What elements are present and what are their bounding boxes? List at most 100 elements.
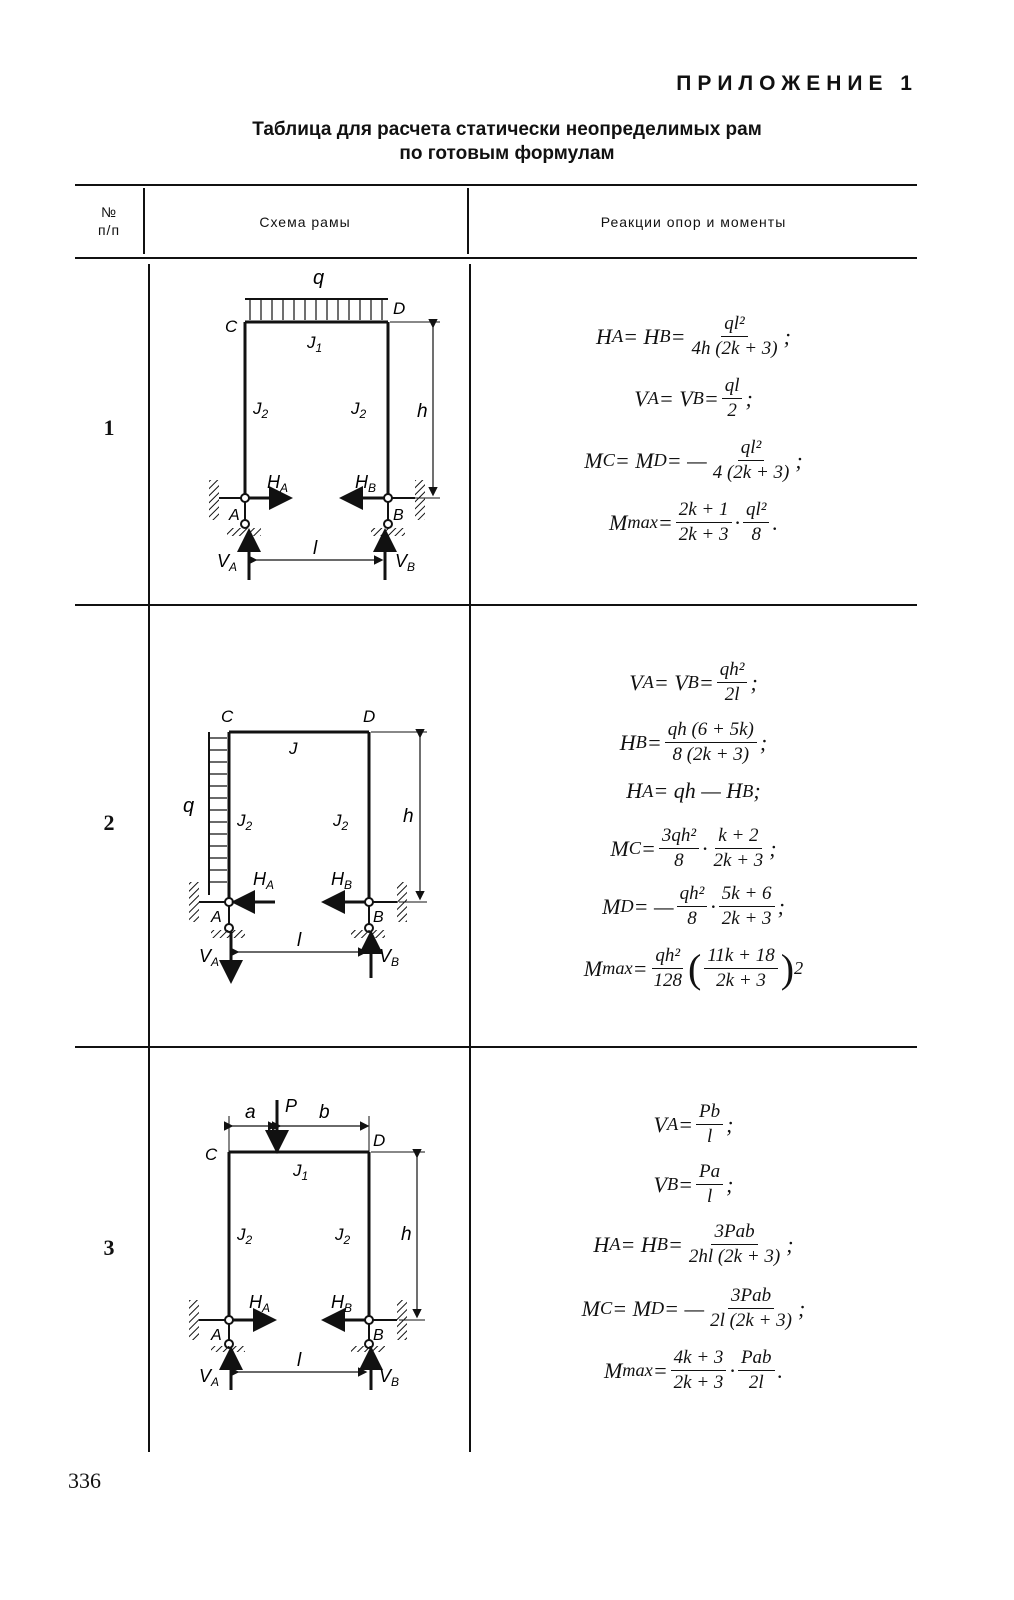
title-line-2: по готовым формулам	[399, 143, 615, 164]
frame-scheme-2: q C D J J2 J2 h HA HB A B VA VB l	[183, 707, 427, 984]
reaction-vb-label: VB	[379, 946, 399, 969]
header-number-abbr: п/п	[97, 222, 121, 238]
row-number-2: 2	[103, 810, 115, 835]
ground-b	[371, 528, 405, 536]
support-a-label: A	[210, 909, 222, 926]
ground-b	[351, 930, 385, 938]
left-column-inertia-label: J2	[236, 1225, 253, 1247]
node-c-label: C	[225, 317, 238, 336]
reaction-vb-label: VB	[395, 551, 415, 574]
reaction-hb-label: HB	[331, 1292, 352, 1315]
right-column-inertia-label: J2	[350, 399, 367, 421]
reaction-hb-label: HB	[331, 869, 352, 892]
hinge-b	[364, 897, 374, 907]
col-divider-2-header	[467, 188, 469, 254]
crossbar-inertia-label: J	[288, 739, 298, 758]
hinge-a	[224, 1315, 234, 1325]
table-title: Таблица для расчета статически неопредел…	[0, 118, 1014, 166]
reaction-va-label: VA	[199, 946, 219, 969]
col-divider-1	[148, 264, 150, 1452]
row-number-3: 3	[103, 1235, 115, 1260]
left-column-inertia-label: J2	[252, 399, 269, 421]
wall-support-left	[189, 1300, 199, 1340]
title-line-1: Таблица для расчета статически неопредел…	[252, 119, 762, 140]
header-reactions: Реакции опор и моменты	[600, 214, 787, 230]
header-scheme: Схема рамы	[259, 214, 351, 230]
support-a-label: A	[228, 507, 240, 524]
node-d-label: D	[373, 1131, 385, 1150]
header-number-sign: №	[100, 204, 118, 220]
header-bottom-rule	[75, 257, 917, 259]
ground-a	[211, 930, 245, 938]
page-number: 336	[68, 1468, 101, 1493]
span-label: l	[297, 930, 302, 951]
height-label: h	[403, 806, 414, 827]
wall-support-right	[415, 480, 425, 520]
height-label: h	[401, 1224, 412, 1245]
wall-support-right	[397, 1300, 407, 1340]
right-column-inertia-label: J2	[334, 1225, 351, 1247]
hinge-a-lower	[240, 519, 250, 529]
wall-support-left	[209, 480, 219, 520]
hinge-b	[364, 1315, 374, 1325]
col-divider-2	[469, 264, 471, 1452]
node-c-label: C	[205, 1145, 218, 1164]
reaction-ha-label: HA	[249, 1292, 270, 1315]
span-label: l	[313, 538, 318, 559]
frame-scheme-1: q C D J1 J2 J2 h HA HB A B VA VB l	[209, 267, 440, 580]
ground-a	[227, 528, 261, 536]
appendix-label: ПРИЛОЖЕНИЕ 1	[676, 72, 918, 95]
span-label: l	[297, 1350, 302, 1371]
hinge-a	[240, 493, 250, 503]
support-b-label: B	[393, 507, 404, 524]
right-column-inertia-label: J2	[332, 811, 349, 833]
left-column-inertia-label: J2	[236, 811, 253, 833]
reaction-vb-label: VB	[379, 1366, 399, 1389]
load-q-label: q	[183, 795, 194, 817]
hinge-a	[224, 897, 234, 907]
ground-b	[351, 1346, 385, 1352]
reaction-va-label: VA	[199, 1366, 219, 1389]
reaction-va-label: VA	[217, 551, 237, 574]
node-d-label: D	[363, 707, 375, 726]
wall-support-right	[397, 882, 407, 922]
load-p-label: P	[285, 1096, 297, 1116]
load-arrows	[249, 299, 383, 320]
hinge-b	[383, 493, 393, 503]
load-arrows	[209, 737, 227, 883]
hinge-b-lower	[383, 519, 393, 529]
support-a-label: A	[210, 1327, 222, 1344]
col-divider-1-header	[143, 188, 145, 254]
row-2-bottom-rule	[75, 1046, 917, 1048]
support-b-label: B	[373, 1327, 384, 1344]
reaction-ha-label: HA	[253, 869, 274, 892]
dim-a-label: a	[245, 1102, 256, 1123]
ground-a	[211, 1346, 245, 1352]
height-label: h	[417, 401, 428, 422]
table-top-rule	[75, 184, 917, 186]
reaction-hb-label: HB	[355, 472, 376, 495]
header-number: № п/п	[75, 203, 143, 239]
row-1-bottom-rule	[75, 604, 917, 606]
node-c-label: C	[221, 707, 234, 726]
crossbar-inertia-label: J1	[306, 333, 322, 355]
dim-b-label: b	[319, 1102, 330, 1123]
frame-scheme-3: a b P C D J1 J2 J2 h HA HB A B VA VB l	[189, 1096, 425, 1390]
node-d-label: D	[393, 299, 405, 318]
row-number-1: 1	[103, 415, 115, 440]
